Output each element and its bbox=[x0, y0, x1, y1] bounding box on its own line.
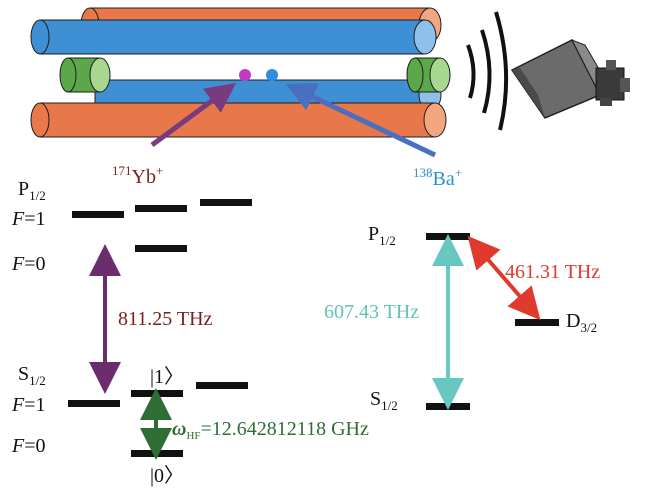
microwave-wave-icon bbox=[466, 11, 509, 131]
ba-ion-dot bbox=[266, 69, 278, 81]
yb-energy-levels: P1/2 F=1 F=0 S1/2 F=1 F=0 |1〉 |0〉 bbox=[11, 178, 369, 487]
yb-s-label: S1/2 bbox=[18, 363, 46, 388]
yb-s-f1-label: F=1 bbox=[11, 394, 46, 416]
ba-d-label: D3/2 bbox=[566, 310, 597, 335]
ba-sp-transition-label: 607.43 THz bbox=[324, 301, 419, 323]
yb-p-f1-label: F=1 bbox=[11, 208, 46, 230]
endcap-green-right bbox=[406, 57, 451, 93]
ba-pd-transition-label: 461.31 THz bbox=[505, 261, 600, 283]
yb-pointer-arrow bbox=[150, 83, 237, 148]
yb-optical-transition-label: 811.25 THz bbox=[118, 308, 213, 330]
yb-s-f0-level bbox=[131, 450, 183, 457]
ba-pd-transition-arrow bbox=[467, 235, 541, 321]
ba-energy-levels: P1/2 S1/2 D3/2 607.43 THz 461.31 THz bbox=[324, 223, 600, 413]
ba-s-level bbox=[426, 403, 470, 410]
yb-ion-dot bbox=[239, 69, 251, 81]
ba-s-label: S1/2 bbox=[370, 388, 398, 413]
horn-antenna-icon bbox=[510, 38, 630, 119]
rod-orange-bottom bbox=[30, 102, 447, 138]
yb-s-f1-level-center bbox=[131, 390, 183, 397]
yb-p-label: P1/2 bbox=[18, 178, 46, 203]
yb-ion-label: 171Yb+ bbox=[112, 163, 163, 188]
rod-blue-top bbox=[30, 19, 437, 55]
ba-p-label: P1/2 bbox=[368, 223, 396, 248]
yb-p-f1-level-right bbox=[200, 199, 252, 206]
yb-p-f1-level-left bbox=[72, 211, 124, 218]
ket-zero-label: |0〉 bbox=[150, 465, 184, 487]
endcap-green-left bbox=[59, 57, 111, 93]
yb-s-f0-label: F=0 bbox=[11, 435, 46, 457]
ba-ion-label: 138Ba+ bbox=[413, 165, 462, 190]
yb-hyperfine-label: ωHF=12.642812118 GHz bbox=[172, 418, 369, 442]
yb-p-f1-level-center bbox=[135, 205, 187, 212]
ket-one-label: |1〉 bbox=[150, 366, 184, 388]
ion-trap-illustration bbox=[30, 7, 630, 158]
yb-p-f0-label: F=0 bbox=[11, 253, 46, 275]
yb-s-f1-level-right bbox=[196, 382, 248, 389]
ba-pointer-arrow bbox=[285, 83, 437, 158]
ba-d-level bbox=[515, 319, 559, 326]
yb-p-f0-level bbox=[135, 245, 187, 252]
yb-s-f1-level-left bbox=[68, 400, 120, 407]
ba-p-level bbox=[426, 233, 470, 240]
